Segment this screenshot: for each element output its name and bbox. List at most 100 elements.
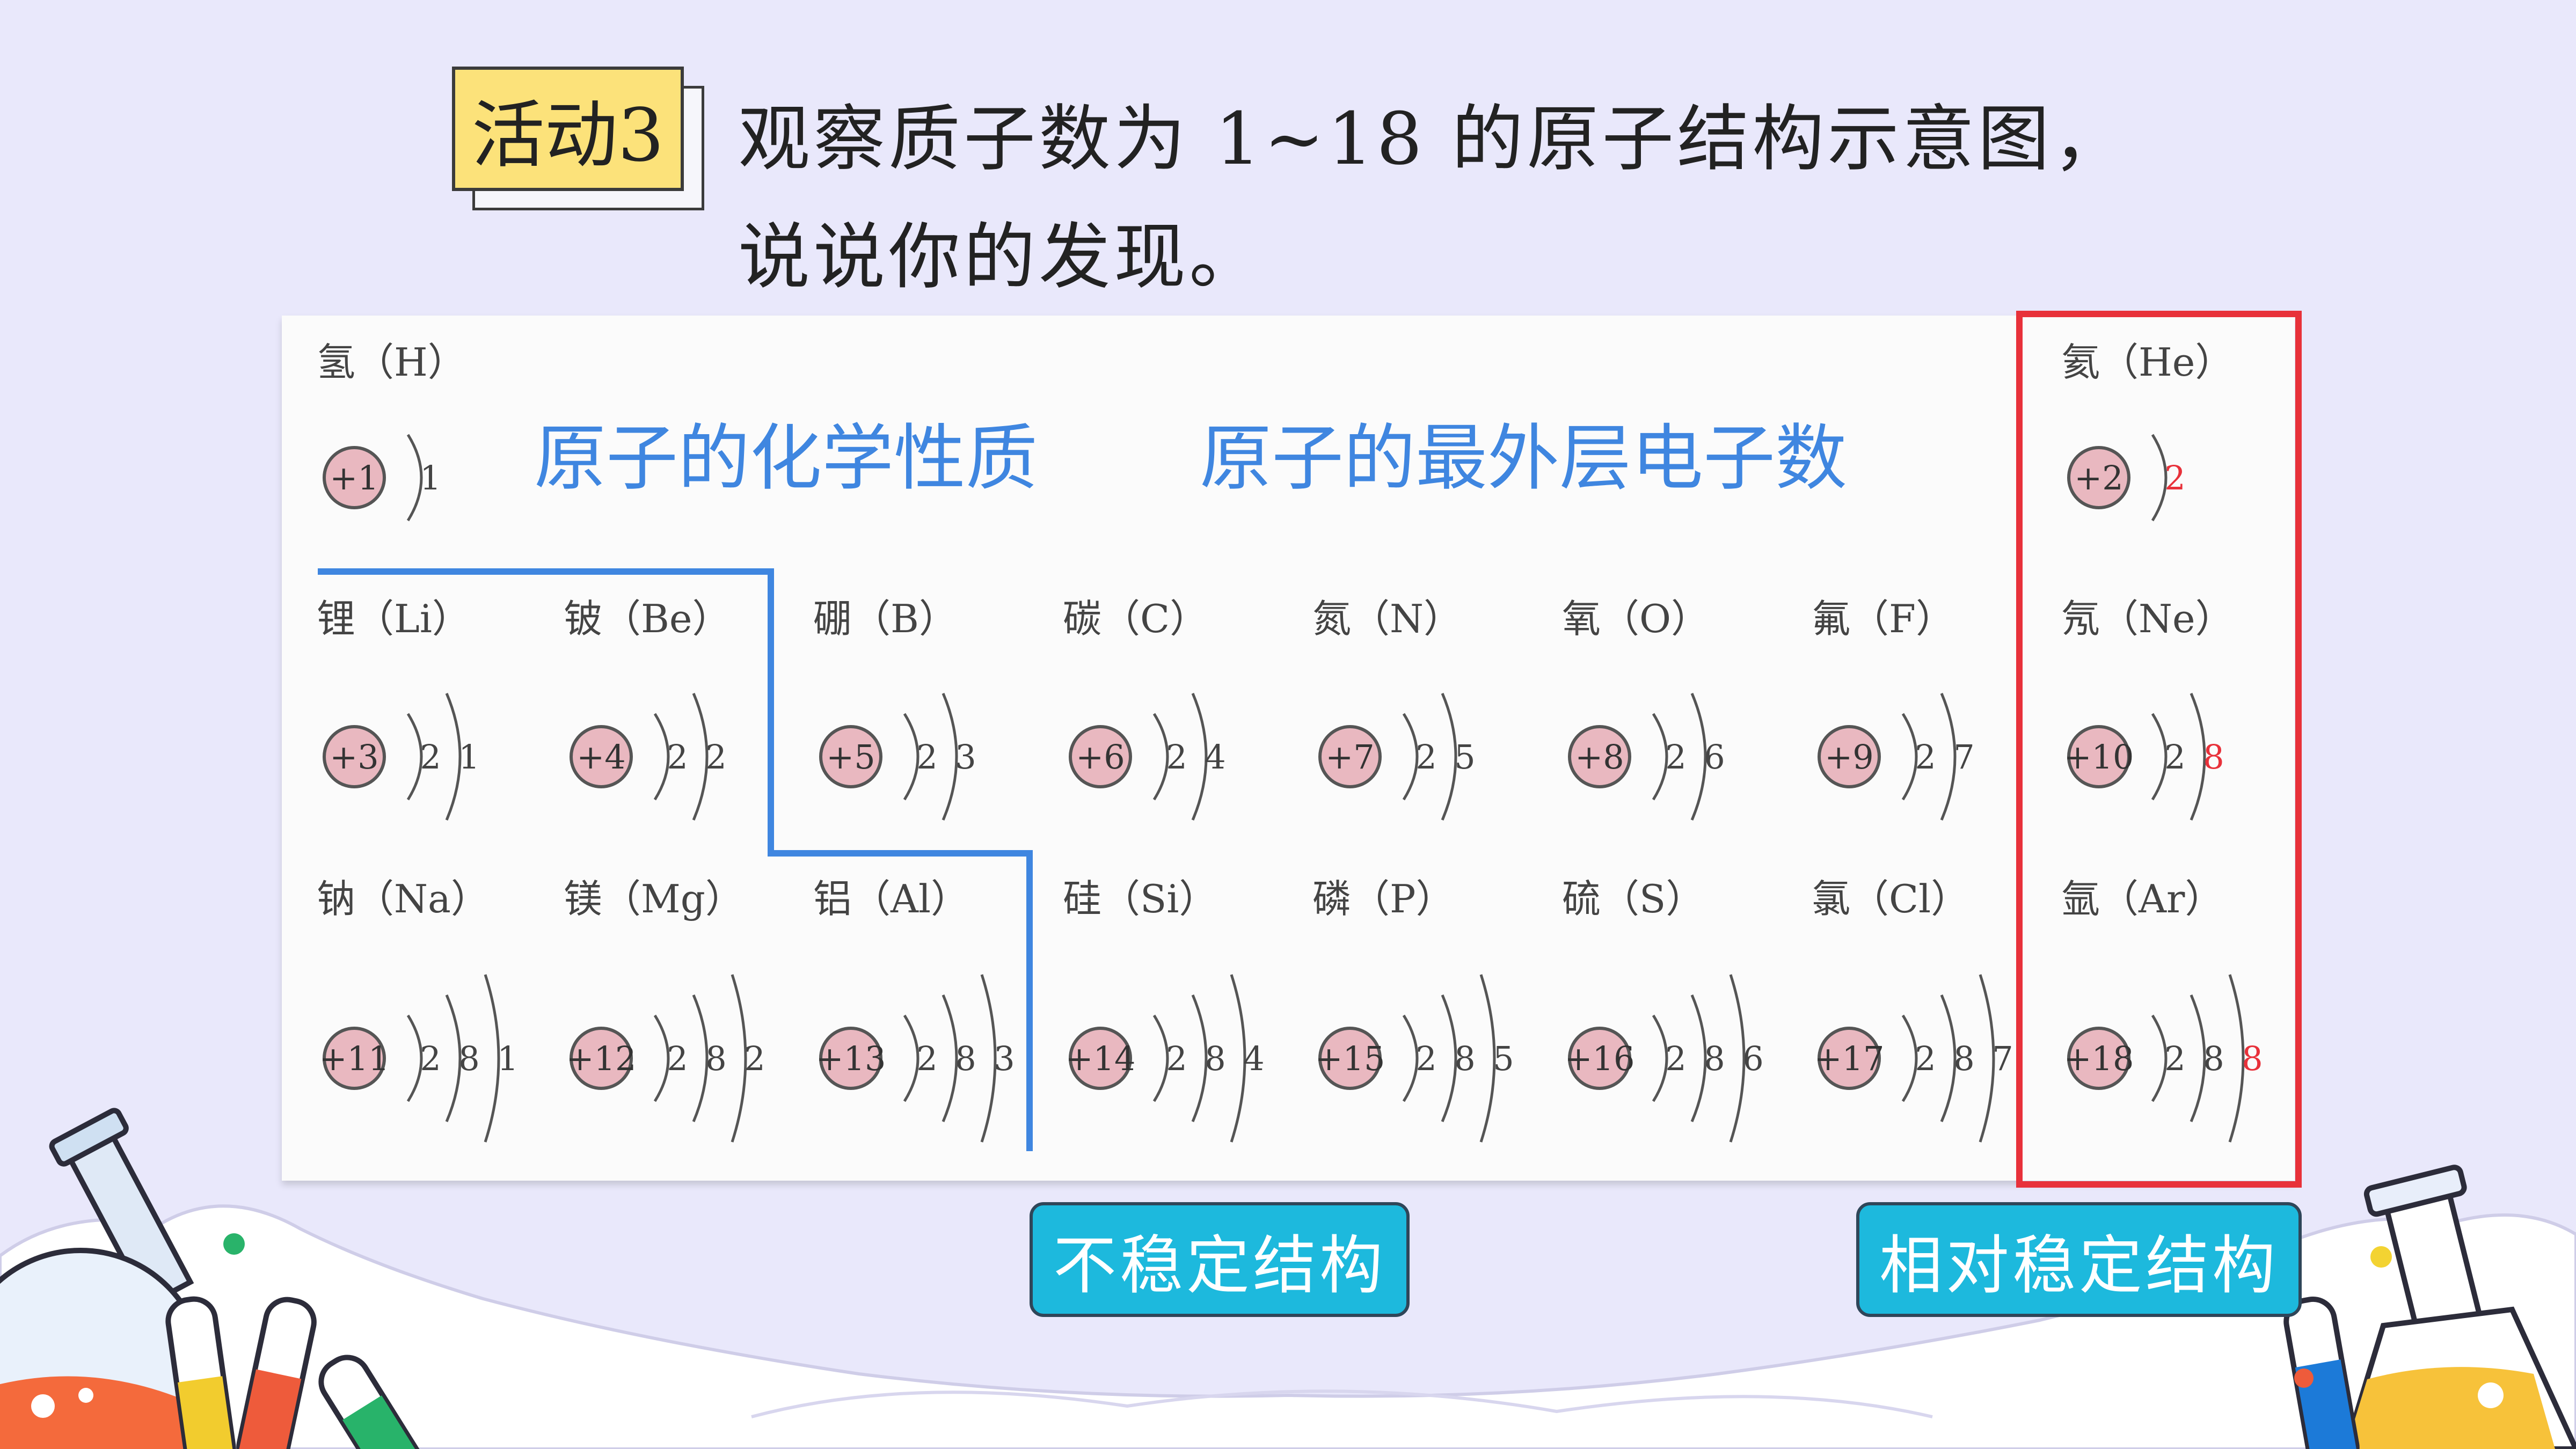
electron-count: 6 (1742, 1039, 1763, 1078)
electron-shell-arc (1940, 994, 1957, 1122)
electron-shell-arc (653, 1014, 670, 1102)
nucleus (1318, 1027, 1382, 1090)
nucleus-charge: +14 (1066, 1039, 1136, 1078)
electron-shell-arc (2228, 974, 2245, 1143)
nucleus-charge: +15 (1315, 1039, 1385, 1078)
nucleus (323, 1027, 386, 1090)
electron-count: 2 (2164, 1039, 2185, 1078)
electron-count: 8 (458, 1039, 479, 1078)
electron-count: 2 (1415, 1039, 1436, 1078)
nucleus-charge: +7 (1325, 737, 1374, 777)
electron-shell-arc (1230, 974, 1246, 1143)
electron-count: 2 (2164, 458, 2185, 497)
electron-shell-arc (1652, 713, 1668, 801)
electron-count: 4 (1205, 737, 1225, 777)
atom-label: 氢（H） (317, 340, 466, 385)
electron-count: 8 (2203, 1039, 2224, 1078)
electron-shell-arc (1441, 994, 1457, 1122)
electron-shell-arc (1152, 1014, 1169, 1102)
electron-shell-arc (1652, 1014, 1668, 1102)
nucleus-charge: +17 (1814, 1039, 1885, 1078)
nucleus-charge: +3 (330, 737, 378, 777)
electron-shell-arc (2151, 1014, 2168, 1102)
electron-shell-arc (406, 1014, 423, 1102)
electron-shell-arc (406, 434, 423, 522)
electron-shell-arc (903, 1014, 920, 1102)
electron-shell-arc (1152, 713, 1169, 801)
question-line-2: 说说你的发现。 (738, 215, 1265, 299)
electron-count: 8 (2203, 737, 2224, 777)
electron-count: 2 (916, 1039, 937, 1078)
atom-label: 铝（Al） (813, 876, 969, 921)
electron-count: 2 (667, 1039, 688, 1078)
nucleus (819, 1027, 882, 1090)
electron-count: 2 (1166, 1039, 1187, 1078)
atom-label: 铍（Be） (564, 596, 731, 641)
nucleus (1318, 725, 1382, 788)
unstable-structure-button[interactable]: 不稳定结构 (1030, 1202, 1410, 1317)
electron-count: 8 (955, 1039, 976, 1078)
atom-label: 氧（O） (1562, 596, 1710, 641)
electron-count: 2 (705, 737, 726, 777)
nucleus-charge: +1 (330, 458, 378, 497)
nucleus (819, 725, 882, 788)
outer-electron-label: 原子的最外层电子数 (1200, 416, 1847, 500)
atom-label: 磷（P） (1312, 876, 1454, 921)
atom-label: 钠（Na） (317, 876, 490, 921)
electron-count: 4 (1243, 1039, 1264, 1078)
nucleus (1818, 725, 1881, 788)
nucleus (570, 725, 633, 788)
electron-count: 2 (1415, 737, 1436, 777)
electron-count: 3 (994, 1039, 1015, 1078)
nucleus (2067, 725, 2130, 788)
nucleus-charge: +4 (577, 737, 625, 777)
electron-count: 8 (1953, 1039, 1974, 1078)
electron-count: 2 (667, 737, 688, 777)
electron-shell-arc (1690, 994, 1707, 1122)
electron-shell-arc (1729, 974, 1746, 1143)
electron-count: 5 (1454, 737, 1475, 777)
electron-count: 5 (1493, 1039, 1514, 1078)
electron-count: 1 (420, 458, 441, 497)
nucleus (323, 725, 386, 788)
electron-shell-arc (1191, 693, 1208, 821)
electron-count: 1 (458, 737, 479, 777)
nucleus (1069, 725, 1132, 788)
electron-shell-arc (1441, 693, 1457, 821)
electron-shell-arc (1402, 713, 1419, 801)
electron-shell-arc (653, 713, 670, 801)
nucleus-charge: +2 (2074, 458, 2123, 497)
stable-structure-button[interactable]: 相对稳定结构 (1856, 1202, 2302, 1317)
electron-count: 6 (1704, 737, 1725, 777)
nucleus-charge: +9 (1825, 737, 1873, 777)
electron-shell-arc (692, 994, 709, 1122)
electron-shell-arc (942, 693, 958, 821)
electron-shell-arc (692, 693, 709, 821)
electron-count: 2 (1665, 1039, 1686, 1078)
flask-right-icon (2343, 1165, 2576, 1449)
nucleus-charge: +13 (816, 1039, 886, 1078)
electron-count: 2 (420, 737, 441, 777)
atom-label: 锂（Li） (317, 596, 471, 641)
nucleus (1568, 1027, 1631, 1090)
electron-count: 8 (1704, 1039, 1725, 1078)
electron-count: 8 (705, 1039, 726, 1078)
electron-shell-arc (1940, 693, 1957, 821)
electron-count: 8 (1205, 1039, 1225, 1078)
electron-count: 8 (1454, 1039, 1475, 1078)
electron-shell-arc (903, 713, 920, 801)
test-tubes-left-icon (165, 1296, 433, 1449)
